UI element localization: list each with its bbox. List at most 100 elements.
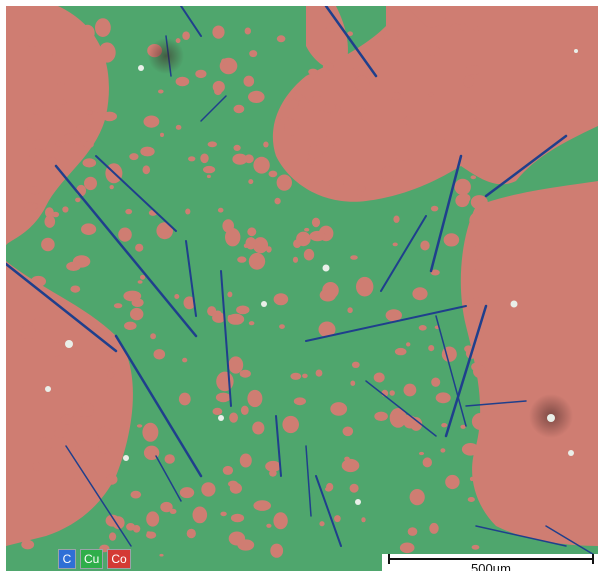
cobalt-particle [293, 397, 306, 406]
cobalt-particle [212, 407, 223, 415]
cobalt-particle [32, 317, 47, 332]
cobalt-particle [216, 371, 234, 392]
cobalt-particle [445, 474, 460, 490]
cobalt-particle [66, 261, 81, 271]
cobalt-particle [265, 460, 281, 472]
cobalt-particle [344, 456, 350, 461]
cobalt-particle [422, 457, 432, 468]
cobalt-particle [279, 324, 285, 329]
legend-chip-cobalt: Co [107, 549, 131, 569]
cobalt-particle [347, 307, 353, 314]
cobalt-particle [237, 256, 247, 263]
cobalt-particle [319, 521, 325, 527]
cobalt-particle [268, 170, 278, 178]
cobalt-particles [20, 18, 491, 558]
cobalt-particle [308, 95, 326, 112]
cobalt-particle [308, 99, 314, 104]
cobalt-particle [392, 242, 398, 247]
cobalt-particle [232, 153, 248, 165]
cobalt-particle [470, 195, 488, 210]
cobalt-particle [361, 517, 366, 523]
cobalt-particle [164, 454, 175, 464]
cobalt-particle [403, 116, 413, 125]
cobalt-particle [109, 532, 117, 541]
cobalt-particle [44, 215, 56, 228]
cobalt-particle [227, 291, 233, 298]
cobalt-particle [220, 511, 227, 517]
cobalt-particle [263, 141, 269, 148]
cobalt-particle [58, 491, 65, 495]
cobalt-particle [27, 127, 32, 131]
cobalt-particle [57, 82, 65, 87]
cobalt-particle [470, 175, 477, 180]
cobalt-particle [287, 100, 299, 109]
cobalt-particle [195, 69, 207, 79]
cobalt-particle [435, 121, 453, 140]
cobalt-particle [328, 176, 344, 189]
cobalt-particle [129, 153, 139, 161]
cobalt-particle [471, 413, 489, 430]
cobalt-particle [307, 157, 318, 165]
cobalt-particle [118, 227, 132, 242]
cobalt-particle [76, 140, 82, 145]
cobalt-particle [403, 383, 417, 397]
cobalt-particle [30, 275, 46, 287]
cobalt-particle [399, 542, 415, 554]
cobalt-particle [55, 109, 62, 115]
bright-inclusions [45, 49, 578, 505]
cobalt-particle [356, 276, 374, 297]
cobalt-particle [217, 207, 224, 213]
cobalt-particle [330, 402, 348, 416]
cobalt-particle [159, 553, 164, 557]
cobalt-particle [350, 380, 356, 386]
cobalt-particle [465, 104, 478, 114]
cobalt-particle [75, 440, 92, 453]
cobalt-particle [142, 165, 151, 175]
cobalt-particle [473, 26, 479, 32]
cobalt-particle [315, 369, 323, 377]
cobalt-particle [460, 424, 466, 429]
cobalt-particle [248, 252, 266, 270]
cobalt-particle [428, 345, 435, 352]
cobalt-particle [440, 448, 446, 453]
cobalt-particle [247, 389, 263, 408]
cobalt-particle [215, 392, 231, 403]
cobalt-particle [200, 153, 209, 164]
cobalt-particle [53, 429, 67, 438]
cobalt-particle [316, 136, 334, 153]
cobalt-particle [225, 228, 241, 247]
cobalt-particle [188, 156, 196, 162]
cobalt-particle [109, 185, 114, 190]
cobalt-particle [322, 103, 336, 113]
cobalt-particle [32, 462, 41, 471]
cobalt-particle [60, 414, 76, 425]
cobalt-particle [62, 206, 69, 213]
cobalt-particle [245, 237, 257, 250]
cobalt-particle [20, 324, 36, 340]
cobalt-particle [443, 233, 460, 247]
cobalt-particle [137, 280, 143, 284]
cobalt-particle [274, 197, 281, 205]
cobalt-particle [357, 193, 362, 198]
cobalt-particle [471, 118, 478, 122]
cobalt-particle [473, 244, 491, 261]
cobalt-particle [221, 58, 227, 65]
cobalt-particle [374, 411, 388, 421]
cobalt-particle [351, 361, 360, 368]
cobalt-particle [102, 111, 117, 122]
cobalt-particle [276, 35, 286, 43]
cobalt-particle [373, 372, 385, 383]
cobalt-particle [81, 402, 94, 417]
cobalt-particle [126, 523, 136, 531]
cobalt-particle [27, 36, 38, 48]
cobalt-particle [182, 357, 188, 363]
cobalt-particle [389, 413, 395, 419]
cobalt-particle [248, 321, 255, 326]
cobalt-particle [288, 91, 298, 99]
cobalt-particle [101, 44, 107, 48]
cobalt-particle [83, 141, 94, 149]
cobalt-particle [463, 75, 475, 88]
cobalt-particle [322, 62, 334, 71]
cobalt-particle [393, 215, 400, 223]
cobalt-particle [107, 370, 115, 379]
